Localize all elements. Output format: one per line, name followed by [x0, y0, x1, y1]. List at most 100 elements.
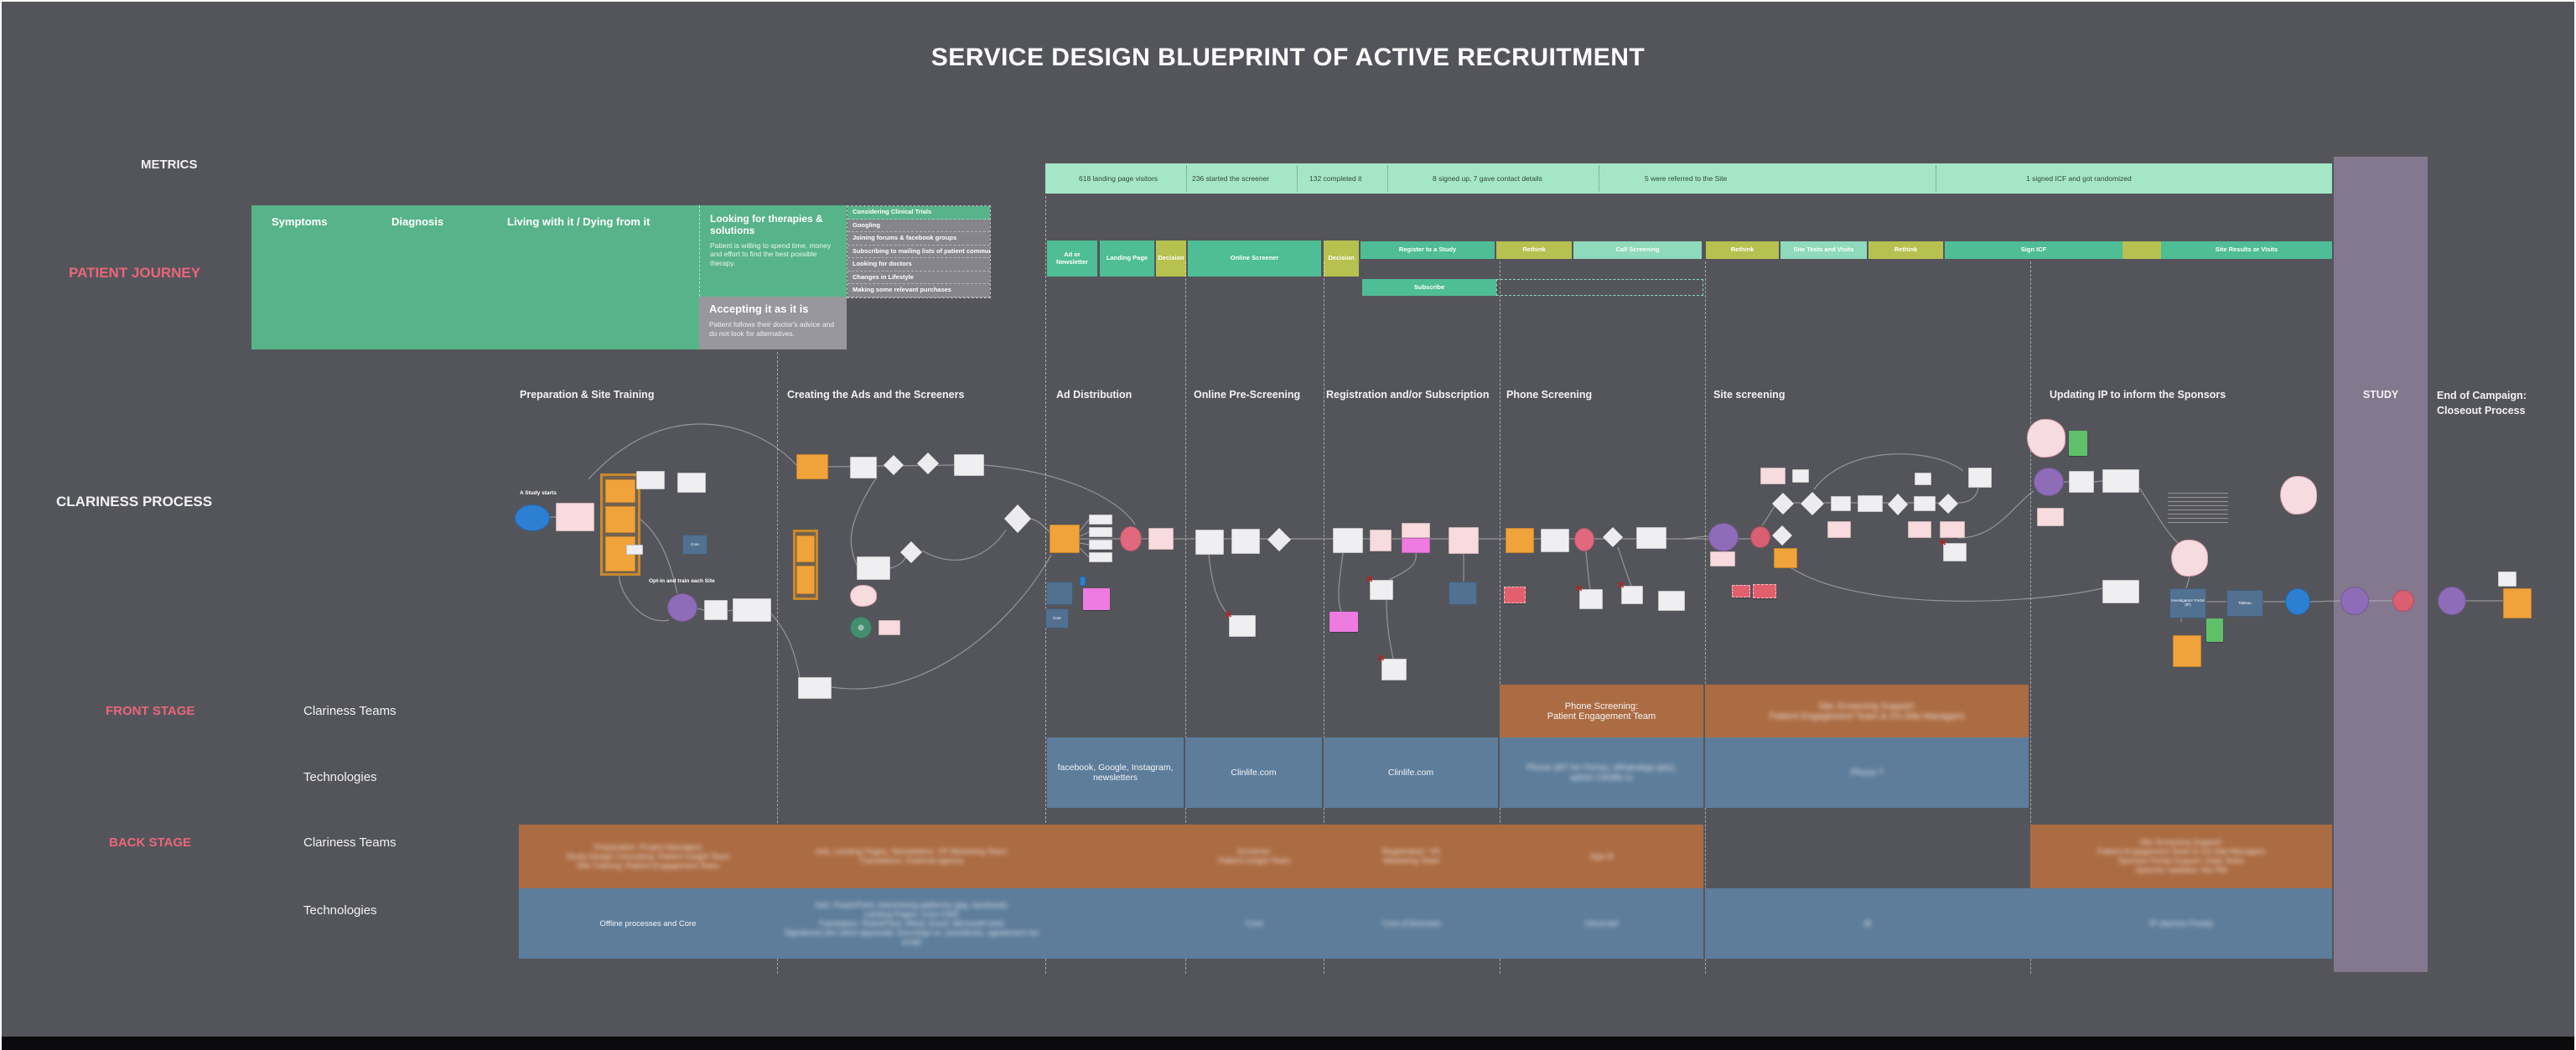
stage-cell-text: Registration: VP, Marketing Team — [1381, 847, 1442, 866]
flow-node — [2069, 431, 2087, 456]
flow-node — [850, 585, 877, 607]
flow-node — [2037, 508, 2064, 526]
looking-for-therapies-panel: Looking for therapies & solutions Patien… — [699, 205, 847, 297]
end-of-campaign-header: End of Campaign: Closeout Process — [2437, 390, 2527, 416]
flow-node — [1080, 577, 1086, 586]
stage-cell-text: Clinlife.com — [1387, 768, 1434, 778]
stage-cell: Core — [1185, 888, 1324, 959]
accepting-body: Patient follows their doctor's advice an… — [709, 319, 835, 338]
stage-cell-text: Offline processes and Core — [599, 918, 697, 928]
stage-cell: facebook, Google, Instagram, newsletters — [1047, 737, 1184, 808]
flow-node: ✕ — [1575, 584, 1603, 609]
flow-node — [1636, 527, 1666, 549]
activity-item: Considering Clinical Trials — [847, 206, 990, 220]
flow-node-label: A Study starts — [520, 490, 557, 496]
flow-node: ✕ — [1939, 538, 1967, 561]
stage-cell: Screener: Patient Insight Team — [1185, 825, 1324, 888]
flow-node — [1753, 584, 1776, 598]
flow-node — [1914, 496, 1936, 511]
journey-strip-segment: Rethink — [1706, 241, 1779, 259]
stage-cell-text: Clinlife.com — [1231, 768, 1277, 778]
flow-node — [857, 556, 890, 580]
flow-node — [1574, 528, 1594, 551]
flow-node — [677, 473, 706, 493]
flow-node: ✕ — [1377, 654, 1407, 680]
page-title: SERVICE DESIGN BLUEPRINT OF ACTIVE RECRU… — [930, 44, 1646, 71]
stage-cell — [1045, 888, 1185, 959]
flow-node — [1772, 493, 1794, 515]
metric-item: 1 signed ICF and got randomized — [2026, 174, 2132, 183]
looking-title: Looking for therapies & solutions — [710, 213, 823, 236]
flow-node — [954, 454, 984, 476]
stage-cell: Offline processes and Core — [519, 888, 777, 959]
flow-node — [1089, 540, 1112, 550]
column-divider — [1500, 261, 1501, 974]
stage-cell: Clinsmart — [1500, 888, 1703, 959]
flow-node — [1449, 527, 1479, 554]
flow-node — [1449, 582, 1477, 605]
flow-node — [1603, 527, 1623, 547]
flow-node — [1940, 521, 1965, 538]
accepting-panel: Accepting it as it is Patient follows th… — [699, 297, 847, 349]
stage-cell: Site Screening Support: Patient Engageme… — [2030, 825, 2332, 888]
flow-node — [1504, 587, 1526, 603]
flow-node — [1231, 529, 1260, 554]
stage-cell: Ads, Landing Pages, Newsletters: VP Mark… — [777, 825, 1045, 888]
flow-node — [515, 504, 550, 531]
flow-node — [2206, 618, 2223, 642]
flow-node — [2102, 580, 2139, 603]
flow-node — [1267, 528, 1291, 551]
flow-node — [1801, 492, 1824, 515]
study-column — [2334, 157, 2428, 972]
flow-node — [850, 617, 872, 639]
row-label-back-stage: BACK STAGE — [109, 835, 192, 850]
stage-cell: Phone Screening: Patient Engagement Team — [1500, 685, 1703, 737]
patient-journey-block — [251, 205, 699, 349]
stage-cell-text: Clinsmart — [1584, 918, 1619, 928]
flow-node — [884, 455, 904, 475]
row-label-clariness-process: CLARINESS PROCESS — [56, 494, 213, 509]
journey-strip-segment: Site Tests and Visits — [1780, 241, 1867, 259]
flow-node — [2027, 419, 2065, 458]
flow-node — [2173, 635, 2201, 667]
journey-strip-segment: Site Results or Visits — [2161, 241, 2332, 259]
dropout-x-icon: ✕ — [1225, 610, 1233, 620]
flow-node — [1089, 552, 1112, 562]
column-divider — [1185, 261, 1186, 974]
flow-node — [1831, 496, 1851, 511]
flow-node — [1888, 494, 1908, 515]
activity-item: Changes in Lifestyle — [847, 271, 990, 284]
stage-cell-text: IB — [1863, 918, 1872, 928]
flow-node — [605, 506, 635, 533]
flow-node — [900, 541, 922, 563]
flow-node — [1938, 494, 1958, 514]
flow-node — [1402, 538, 1430, 553]
dropout-x-icon: ✕ — [1939, 538, 1947, 548]
flow-node — [1858, 495, 1883, 512]
flow-node — [1089, 515, 1112, 525]
process-column-header: Ad Distribution — [1056, 389, 1133, 401]
flow-node — [1772, 525, 1792, 546]
stage-cell-text: Core (Clinsmart) — [1382, 918, 1441, 928]
flow-node: Core — [1045, 608, 1069, 628]
stage-cell: Clinlife.com — [1185, 737, 1322, 808]
flow-node — [1792, 469, 1809, 483]
stage-cell: Registration: VP, Marketing Team — [1324, 825, 1500, 888]
flow-node — [1089, 527, 1112, 537]
flow-node — [2102, 469, 2139, 493]
journey-strip-segment: Decision — [1324, 241, 1359, 277]
stage-cell-text: Screener: Patient Insight Team — [1218, 847, 1291, 866]
journey-stage-label: Symptoms — [272, 215, 328, 228]
journey-strip-segment: Rethink — [1869, 241, 1943, 259]
subscribe-segment: Subscribe — [1362, 279, 1496, 296]
metric-item: 618 landing page visitors — [1079, 174, 1158, 183]
flow-node — [733, 598, 771, 622]
stage-cell: Clinlife.com — [1324, 737, 1498, 808]
flow-node — [1908, 521, 1931, 538]
flow-node — [1968, 468, 1992, 488]
flow-node: ✕ — [1617, 581, 1643, 604]
flow-node: ✕ — [1366, 575, 1393, 600]
